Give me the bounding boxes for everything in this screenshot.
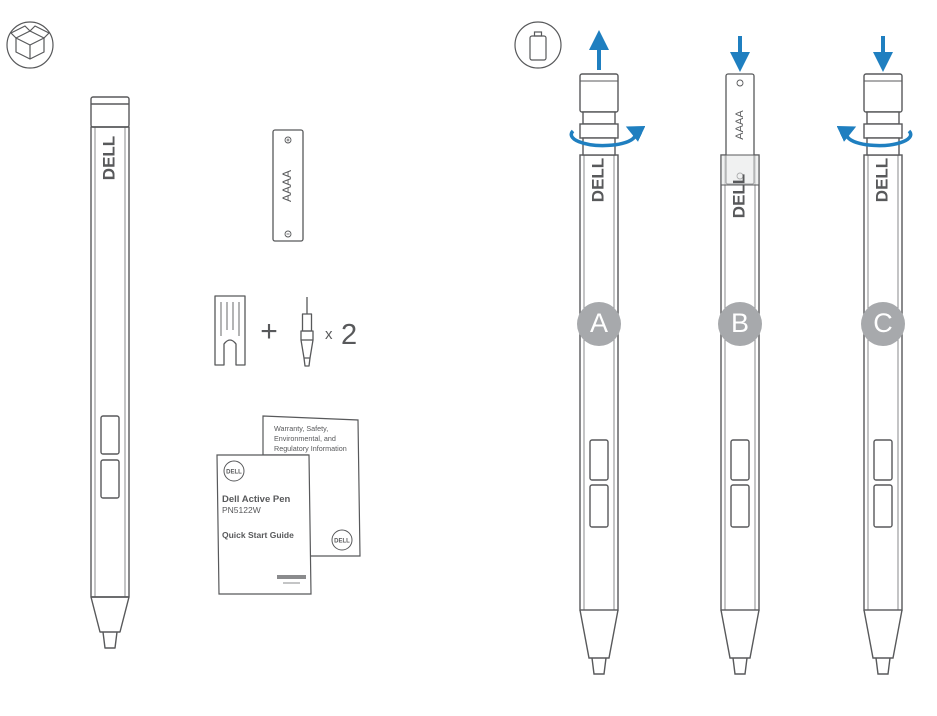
dell-logo-small: DELL [331,529,353,551]
pen-logo: DELL [729,174,748,218]
svg-text:DELL: DELL [226,470,242,476]
step-badge-label: A [590,308,608,338]
booklet-guide: Quick Start Guide [222,530,294,540]
pen-logo: DELL [99,136,118,180]
tip-removal-tool [214,295,246,366]
pen-logo: DELL [872,158,891,202]
step-badge [718,302,762,346]
nib-count: 2 [341,319,357,351]
step-c-pen: DELL C [836,36,913,675]
aaaa-battery: AAAA [272,129,304,242]
step-badge [861,302,905,346]
dell-logo-small: DELL [223,460,245,482]
battery-label: AAAA [280,170,294,202]
rotate-arrow-icon [836,125,913,148]
pen-logo: DELL [588,158,607,202]
warranty-line-1: Warranty, Safety, [274,424,328,433]
svg-text:DELL: DELL [334,539,350,545]
step-badge-label: C [873,308,893,338]
pen: DELL [90,96,130,649]
multiplier-x: x [325,326,333,343]
replacement-nib [300,297,314,367]
warranty-line-3: Regulatory Information [274,444,347,453]
booklet-title: Dell Active Pen [222,494,290,505]
booklet-model: PN5122W [222,505,261,515]
step-b-pen: AAAA DELL B [718,36,762,675]
step-badge [577,302,621,346]
plus-sign: + [260,315,278,348]
step-badge-label: B [731,308,749,338]
package-contents-icon [6,21,54,69]
battery-label: AAAA [734,110,746,140]
rotate-arrow-icon [569,125,646,148]
barcode [277,575,306,579]
warranty-line-2: Environmental, and [274,434,336,443]
booklet-quick-start: DELL Dell Active Pen PN5122W Quick Start… [216,454,312,595]
battery-icon [514,21,562,69]
step-a-pen: DELL A [569,30,646,675]
